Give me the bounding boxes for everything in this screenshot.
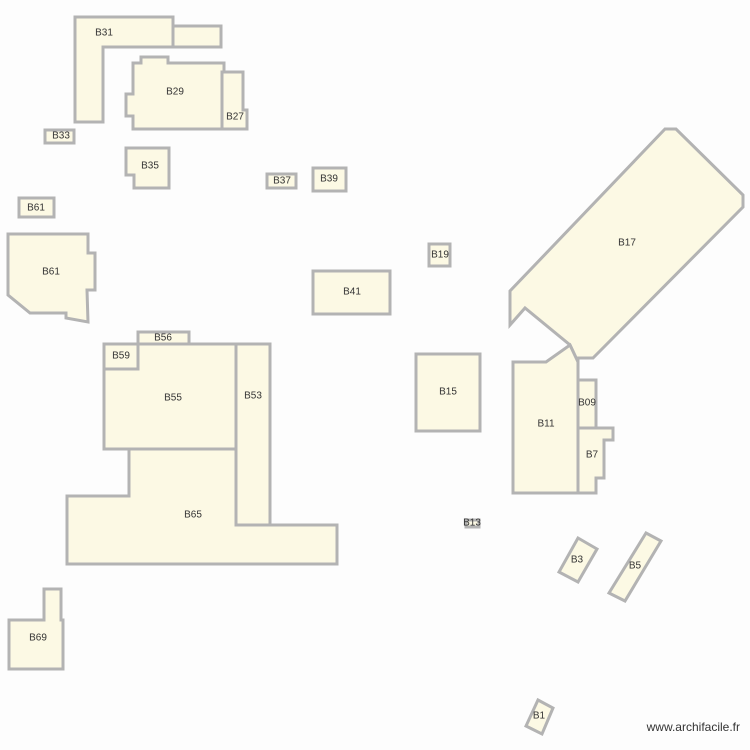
room-b33-label: B33 — [52, 131, 70, 142]
room-b7-shape[interactable] — [576, 426, 615, 495]
room-b61-large-label: B61 — [42, 267, 60, 278]
room-b11-shape[interactable] — [511, 342, 580, 495]
room-b65-shape[interactable] — [65, 447, 339, 566]
room-b39-label: B39 — [320, 174, 338, 185]
room-b1-label: B1 — [533, 711, 546, 722]
room-b39-shape[interactable] — [311, 166, 348, 193]
room-b31-label: B31 — [95, 28, 113, 39]
room-shapes — [6, 15, 745, 737]
room-b31-shape[interactable] — [73, 15, 223, 124]
room-b11-label: B11 — [537, 419, 554, 430]
room-b33-shape[interactable] — [43, 128, 76, 145]
room-b59-shape[interactable] — [102, 342, 140, 371]
room-b61-large-shape[interactable] — [6, 232, 97, 324]
room-b09-label: B09 — [578, 398, 596, 409]
room-b3-label: B3 — [571, 555, 584, 566]
room-b27-label: B27 — [226, 112, 244, 123]
room-b19-shape[interactable] — [427, 242, 452, 268]
room-b69-label: B69 — [29, 633, 47, 644]
room-b55-shape[interactable] — [102, 342, 238, 451]
room-b17-label: B17 — [618, 238, 636, 249]
room-labels: B31 B29 B27 B33 B35 B37 B39 B61 B61 B41 … — [27, 28, 641, 722]
room-b35-label: B35 — [141, 161, 159, 172]
room-b35-shape[interactable] — [124, 146, 171, 190]
room-b55-label: B55 — [164, 393, 182, 404]
room-b19-label: B19 — [431, 250, 449, 261]
room-b7-label: B7 — [586, 450, 599, 461]
room-b15-shape[interactable] — [414, 352, 482, 433]
room-b59-label: B59 — [112, 351, 130, 362]
room-b41-label: B41 — [343, 287, 361, 298]
room-b37-label: B37 — [273, 176, 291, 187]
room-b13-shape[interactable] — [464, 518, 481, 529]
room-b15-label: B15 — [439, 387, 457, 398]
room-b41-shape[interactable] — [311, 269, 392, 316]
room-b53-shape[interactable] — [234, 342, 272, 527]
room-b17-shape[interactable] — [508, 127, 745, 363]
room-b69-shape[interactable] — [7, 587, 65, 671]
room-b65-label: B65 — [184, 510, 202, 521]
room-b61-small-label: B61 — [27, 203, 45, 214]
room-b61-small-shape[interactable] — [17, 196, 56, 219]
room-b29-label: B29 — [166, 87, 184, 98]
room-b5-label: B5 — [629, 561, 642, 572]
room-b13-label: B13 — [463, 518, 481, 529]
room-b27-shape[interactable] — [220, 70, 249, 131]
archifacile-watermark: www.archifacile.fr — [646, 720, 740, 734]
room-b56-label: B56 — [154, 333, 172, 344]
room-b5-shape[interactable] — [606, 531, 664, 603]
room-b37-shape[interactable] — [265, 172, 298, 190]
room-b53-label: B53 — [244, 391, 262, 402]
room-b1-shape[interactable] — [524, 697, 555, 737]
room-b3-shape[interactable] — [556, 535, 600, 584]
